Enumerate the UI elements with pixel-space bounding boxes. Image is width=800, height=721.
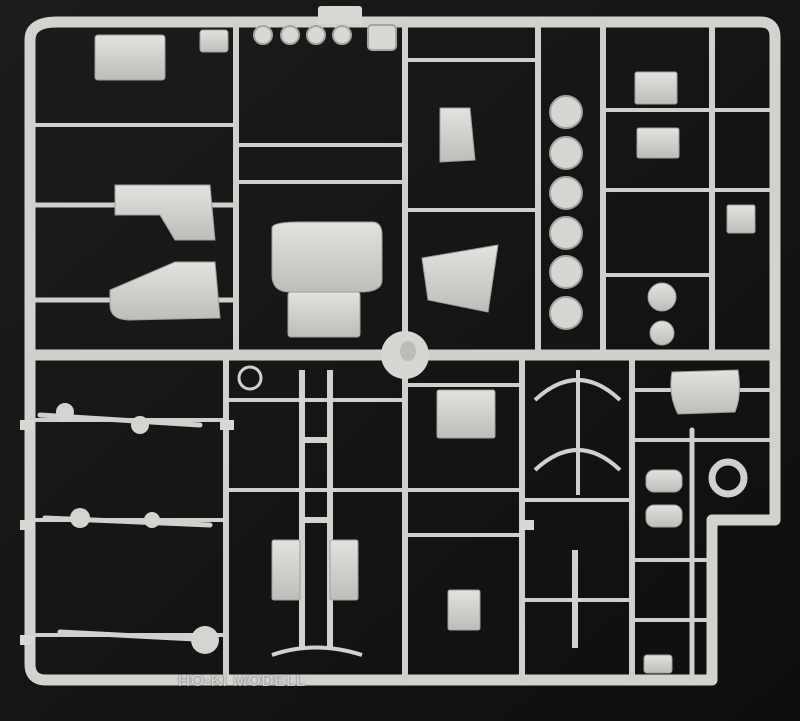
- center-bottom-parts: [436, 389, 496, 631]
- wheel-hubs: [549, 95, 583, 330]
- tire-row: [253, 24, 397, 51]
- cab-parts: [94, 29, 229, 321]
- spring-arches: [533, 370, 622, 495]
- watermark-text: HO-KI MODELL: [178, 671, 306, 690]
- chassis-frame: [299, 370, 333, 650]
- sprue-tab: [318, 6, 362, 24]
- sprue-frame: [24, 16, 781, 686]
- right-bottom-parts: [643, 369, 740, 674]
- engine-block: [271, 221, 383, 338]
- panel-parts: [421, 107, 499, 313]
- axle-hubs: [56, 403, 219, 654]
- right-top-parts: [634, 71, 756, 346]
- chassis-parts: [271, 539, 363, 657]
- spare-tire-ring: [708, 458, 748, 498]
- steering-wheel: [237, 365, 263, 391]
- sprue-label-tabs: [20, 420, 534, 685]
